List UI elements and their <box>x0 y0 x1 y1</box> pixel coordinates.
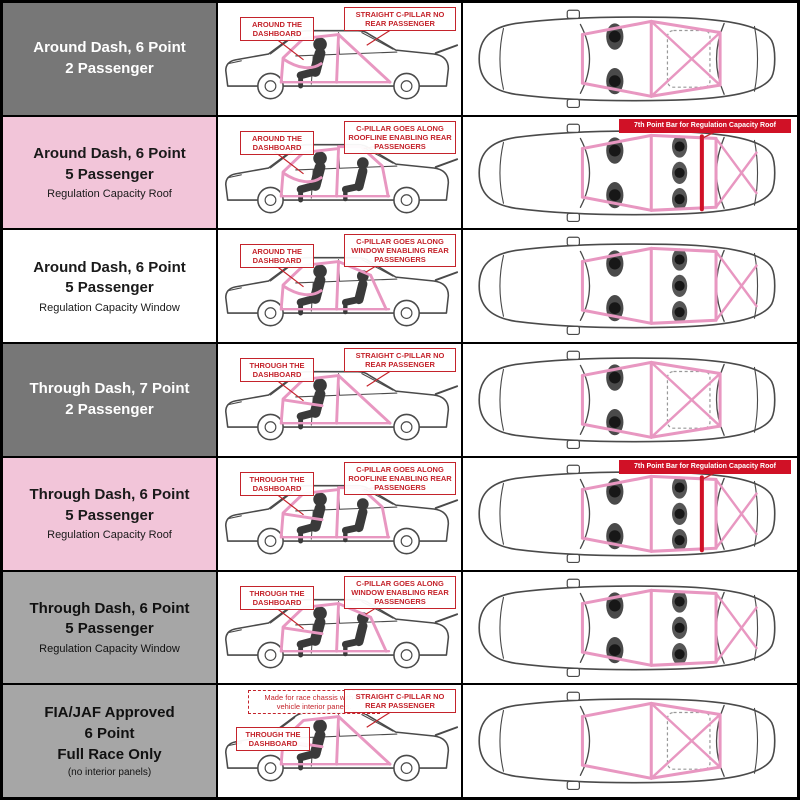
config-row-1: Around Dash, 6 Point 2 Passenger AROUND … <box>3 3 797 117</box>
label-line-2: 5 Passenger <box>65 279 154 297</box>
dashboard-callout: THROUGH THE DASHBOARD <box>240 585 314 610</box>
row-label: Around Dash, 6 Point 5 Passenger Regulat… <box>3 116 218 229</box>
row-label: Around Dash, 6 Point 5 Passenger Regulat… <box>3 230 218 343</box>
label-line-1: FIA/JAF Approved <box>44 704 175 722</box>
c-pillar-callout: STRAIGHT C-PILLAR NO REAR PASSENGER <box>344 348 456 373</box>
label-subtitle: Regulation Capacity Roof <box>47 188 172 201</box>
label-subtitle: Regulation Capacity Roof <box>47 529 172 542</box>
label-subtitle: Regulation Capacity Window <box>39 643 180 656</box>
c-pillar-callout: C-PILLAR GOES ALONG WINDOW ENABLING REAR… <box>344 234 456 268</box>
top-view-diagram <box>478 464 776 563</box>
side-view-diagram <box>224 711 459 782</box>
row-label: Through Dash, 7 Point 2 Passenger <box>3 344 218 456</box>
top-view-diagram <box>478 691 776 791</box>
row-label: Through Dash, 6 Point 5 Passenger Regula… <box>3 571 218 684</box>
c-pillar-callout: STRAIGHT C-PILLAR NO REAR PASSENGER <box>344 689 456 714</box>
dashboard-callout: AROUND THE DASHBOARD <box>240 17 314 41</box>
top-view-cell <box>463 230 797 343</box>
side-view-diagram <box>224 256 459 327</box>
label-line-2: 5 Passenger <box>65 165 154 183</box>
side-view-cell: THROUGH THE DASHBOARD C-PILLAR GOES ALON… <box>218 457 463 570</box>
c-pillar-callout: C-PILLAR GOES ALONG ROOFLINE ENABLING RE… <box>344 120 456 154</box>
row-label: Through Dash, 6 Point 5 Passenger Regula… <box>3 457 218 570</box>
label-line-3: Full Race Only <box>57 745 162 763</box>
label-line-2: 2 Passenger <box>65 401 154 419</box>
label-line-1: Through Dash, 6 Point <box>29 485 190 503</box>
top-view-cell <box>463 571 797 684</box>
label-line-2: 2 Passenger <box>65 59 154 77</box>
side-view-cell: THROUGH THE DASHBOARD C-PILLAR GOES ALON… <box>218 571 463 684</box>
config-row-3: Around Dash, 6 Point 5 Passenger Regulat… <box>3 230 797 345</box>
seventh-point-callout: 7th Point Bar for Regulation Capacity Ro… <box>619 118 791 134</box>
top-view-cell <box>463 685 797 798</box>
dashboard-callout: THROUGH THE DASHBOARD <box>236 727 310 752</box>
side-view-diagram <box>224 29 459 100</box>
label-line-2: 6 Point <box>84 724 135 742</box>
label-line-1: Around Dash, 6 Point <box>33 144 186 162</box>
top-view-cell: 7th Point Bar for Regulation Capacity Ro… <box>463 116 797 229</box>
label-line-2: 5 Passenger <box>65 620 154 638</box>
dashboard-callout: THROUGH THE DASHBOARD <box>240 471 314 496</box>
dashboard-callout: THROUGH THE DASHBOARD <box>240 358 314 383</box>
side-view-cell: AROUND THE DASHBOARD C-PILLAR GOES ALONG… <box>218 116 463 229</box>
label-line-1: Through Dash, 7 Point <box>29 380 190 398</box>
top-view-diagram <box>478 237 776 336</box>
side-view-cell: Made for race chassis with no vehicle in… <box>218 685 463 798</box>
config-row-4: Through Dash, 7 Point 2 Passenger THROUG… <box>3 344 797 458</box>
label-note: (no interior panels) <box>67 767 152 779</box>
config-row-6: Through Dash, 6 Point 5 Passenger Regula… <box>3 571 797 686</box>
label-line-1: Around Dash, 6 Point <box>33 258 186 276</box>
row-label: FIA/JAF Approved 6 Point Full Race Only … <box>3 685 218 798</box>
label-line-1: Through Dash, 6 Point <box>29 599 190 617</box>
top-view-cell <box>463 344 797 456</box>
top-view-diagram <box>478 578 776 677</box>
c-pillar-callout: C-PILLAR GOES ALONG WINDOW ENABLING REAR… <box>344 575 456 609</box>
config-row-7: FIA/JAF Approved 6 Point Full Race Only … <box>3 685 797 798</box>
label-line-2: 5 Passenger <box>65 506 154 524</box>
dashboard-callout: AROUND THE DASHBOARD <box>240 244 314 269</box>
top-view-diagram <box>478 9 776 109</box>
side-view-diagram <box>224 597 459 669</box>
top-view-cell: 7th Point Bar for Regulation Capacity Ro… <box>463 457 797 570</box>
side-view-diagram <box>224 370 459 441</box>
side-view-cell: AROUND THE DASHBOARD STRAIGHT C-PILLAR N… <box>218 3 463 115</box>
config-row-5: Through Dash, 6 Point 5 Passenger Regula… <box>3 457 797 572</box>
top-view-cell <box>463 3 797 115</box>
row-label: Around Dash, 6 Point 2 Passenger <box>3 3 218 115</box>
top-view-diagram <box>478 123 776 222</box>
label-line-1: Around Dash, 6 Point <box>33 39 186 57</box>
config-row-2: Around Dash, 6 Point 5 Passenger Regulat… <box>3 116 797 231</box>
c-pillar-callout: STRAIGHT C-PILLAR NO REAR PASSENGER <box>344 7 456 31</box>
seventh-point-callout: 7th Point Bar for Regulation Capacity Ro… <box>619 459 791 475</box>
side-view-diagram <box>224 142 459 214</box>
c-pillar-callout: C-PILLAR GOES ALONG ROOFLINE ENABLING RE… <box>344 461 456 495</box>
side-view-cell: AROUND THE DASHBOARD C-PILLAR GOES ALONG… <box>218 230 463 343</box>
label-subtitle: Regulation Capacity Window <box>39 302 180 315</box>
side-view-cell: THROUGH THE DASHBOARD STRAIGHT C-PILLAR … <box>218 344 463 456</box>
side-view-diagram <box>224 484 459 555</box>
dashboard-callout: AROUND THE DASHBOARD <box>240 130 314 155</box>
top-view-diagram <box>478 350 776 450</box>
